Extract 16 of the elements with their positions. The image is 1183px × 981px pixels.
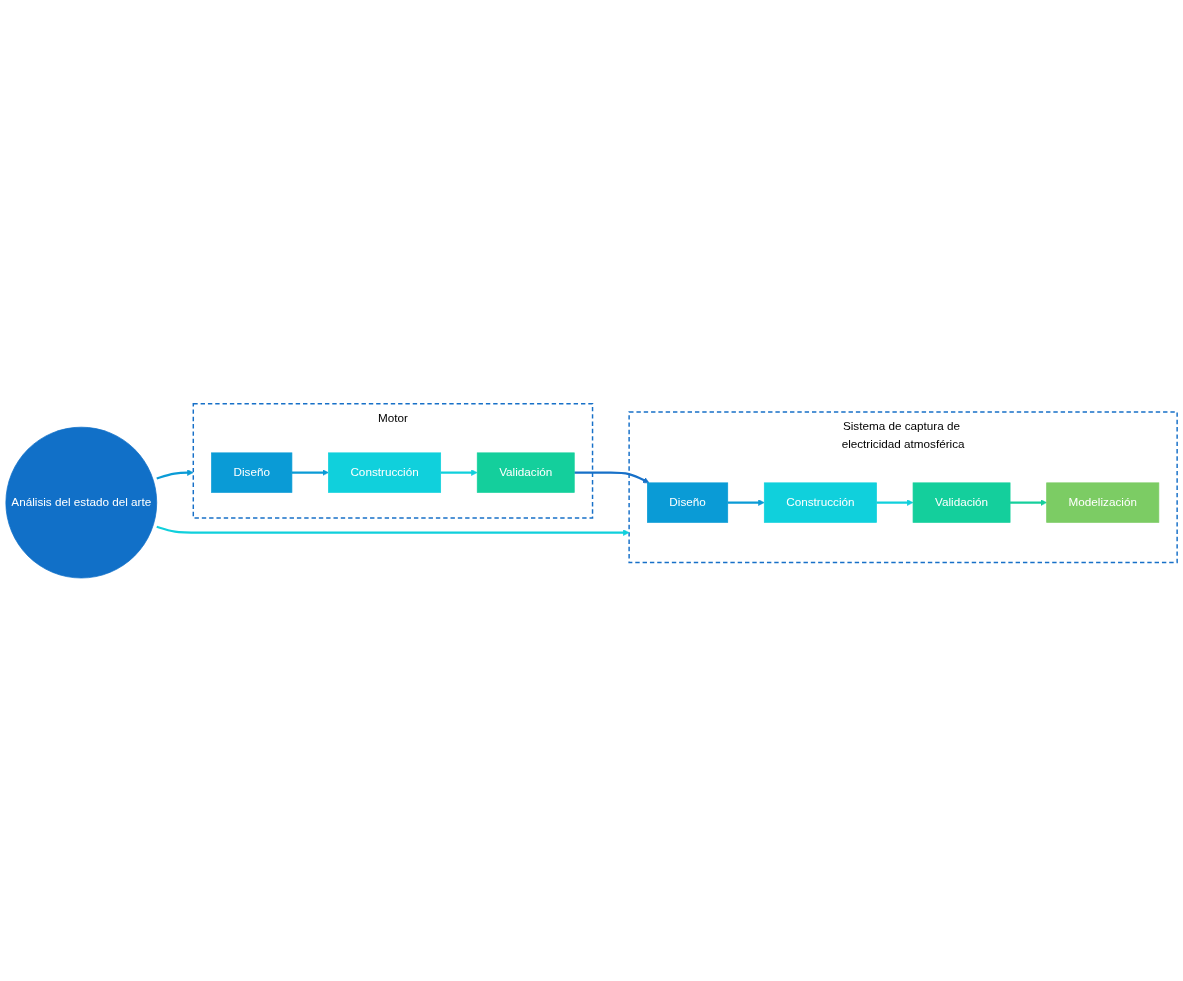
node-box: Validación bbox=[476, 452, 575, 493]
arrow bbox=[156, 525, 630, 536]
arrow bbox=[156, 468, 194, 480]
arrow bbox=[1010, 498, 1047, 506]
node-box: Modelización bbox=[1046, 482, 1160, 523]
arrow bbox=[574, 471, 650, 483]
arrow bbox=[876, 498, 914, 506]
node-box: Diseño bbox=[211, 452, 293, 493]
arrow bbox=[440, 468, 478, 476]
arrow bbox=[727, 498, 765, 506]
arrow bbox=[291, 468, 329, 476]
node-box: Validación bbox=[912, 482, 1011, 523]
node-box: Construcción bbox=[763, 482, 877, 523]
node-circle: Análisis del estado del arte bbox=[5, 426, 158, 578]
node-box: Construcción bbox=[328, 452, 442, 493]
node-box: Diseño bbox=[647, 482, 729, 523]
